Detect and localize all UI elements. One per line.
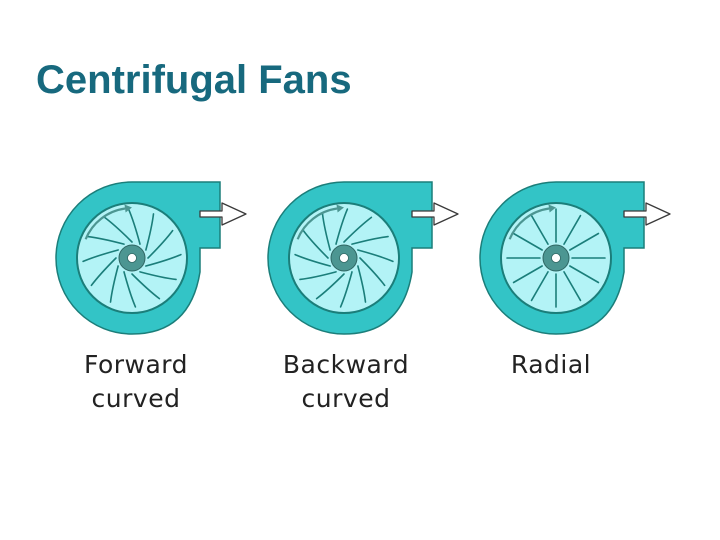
impeller-blades bbox=[82, 208, 182, 308]
impeller-blade bbox=[321, 213, 331, 251]
radial-fan-svg bbox=[479, 181, 671, 335]
impeller-blade bbox=[145, 253, 182, 267]
impeller-blade bbox=[90, 257, 117, 287]
rotation-arrow bbox=[84, 207, 126, 240]
impeller-blade bbox=[512, 265, 543, 284]
fan-shaft bbox=[127, 253, 137, 263]
caption-line: curved bbox=[91, 384, 181, 413]
impeller-blade bbox=[147, 229, 174, 259]
impeller-blade bbox=[357, 265, 367, 303]
impeller-blade bbox=[512, 232, 543, 251]
rotation-arrowhead bbox=[336, 204, 344, 213]
impeller-blade bbox=[103, 216, 133, 243]
fan-shaft bbox=[551, 253, 561, 263]
impeller-blades bbox=[294, 208, 394, 308]
impeller-blade bbox=[343, 216, 373, 243]
fan-wheel bbox=[288, 202, 400, 314]
impeller-blade bbox=[530, 271, 549, 302]
impeller-blade bbox=[299, 271, 337, 281]
fan-shaft bbox=[339, 253, 349, 263]
caption-line: Radial bbox=[510, 350, 592, 379]
impeller-blade bbox=[302, 229, 329, 259]
impeller-blade bbox=[82, 249, 119, 263]
impeller-blade bbox=[339, 271, 353, 308]
impeller-blade bbox=[127, 208, 141, 245]
impeller-blade bbox=[563, 214, 582, 245]
forward-curved-fan-diagram bbox=[50, 176, 250, 336]
impeller-blade bbox=[315, 273, 345, 300]
impeller-blade bbox=[351, 235, 389, 245]
airflow-arrow bbox=[199, 202, 247, 226]
caption-line: Backward bbox=[282, 350, 410, 379]
impeller-blade bbox=[563, 271, 582, 302]
rotation-arrow bbox=[296, 207, 338, 240]
impeller-blade bbox=[335, 208, 349, 245]
impeller-blade bbox=[357, 249, 394, 263]
impeller-blade bbox=[294, 253, 331, 267]
caption-line: Forward bbox=[83, 350, 189, 379]
rotation-arrow bbox=[508, 207, 550, 240]
backward-curved-caption: Backward curved bbox=[246, 348, 446, 416]
impeller-blade bbox=[139, 271, 177, 281]
impeller-blade bbox=[109, 265, 119, 303]
rotation-arrowhead bbox=[548, 204, 556, 213]
fan-wheel bbox=[500, 202, 612, 314]
airflow-arrow bbox=[623, 202, 671, 226]
impeller-blades bbox=[506, 208, 606, 308]
impeller-blade bbox=[569, 265, 600, 284]
impeller-blade bbox=[359, 257, 386, 287]
forward-curved-caption: Forward curved bbox=[36, 348, 236, 416]
impeller-blade bbox=[87, 235, 125, 245]
impeller-blade bbox=[530, 214, 549, 245]
impeller-blade bbox=[569, 232, 600, 251]
radial-caption: Radial bbox=[451, 348, 651, 382]
impeller-blade bbox=[123, 271, 137, 308]
impeller-blade bbox=[131, 273, 161, 300]
forward-curved-fan-svg bbox=[55, 181, 247, 335]
page-title: Centrifugal Fans bbox=[36, 58, 352, 102]
radial-fan-diagram bbox=[474, 176, 674, 336]
backward-curved-fan-svg bbox=[267, 181, 459, 335]
fan-wheel bbox=[76, 202, 188, 314]
caption-line: curved bbox=[301, 384, 391, 413]
rotation-arrowhead bbox=[124, 204, 132, 213]
impeller-blade bbox=[145, 213, 155, 251]
airflow-arrow bbox=[411, 202, 459, 226]
backward-curved-fan-diagram bbox=[262, 176, 462, 336]
